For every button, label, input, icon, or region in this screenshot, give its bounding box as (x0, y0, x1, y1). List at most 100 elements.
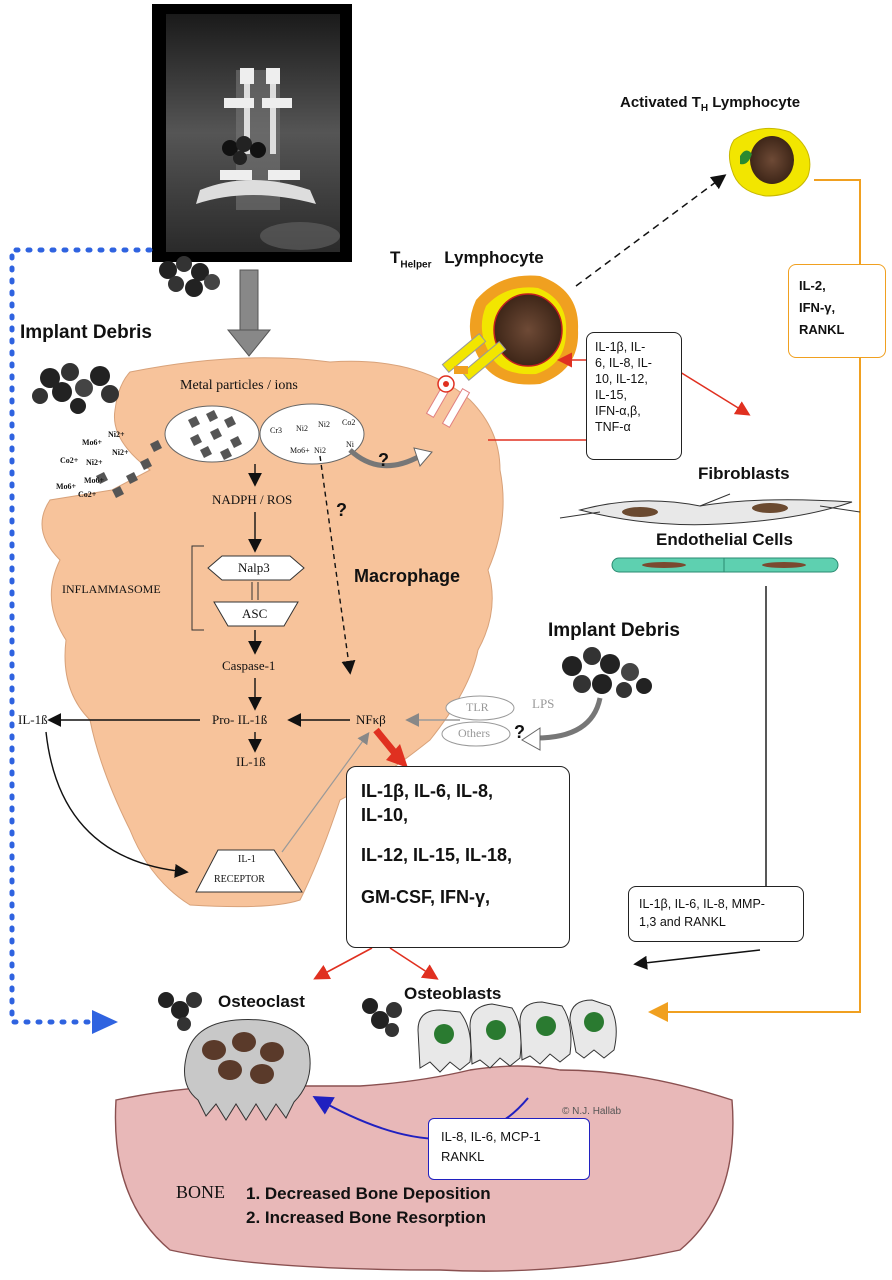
bone-tissue (114, 1065, 734, 1272)
thelper-label-main: T (390, 248, 401, 267)
implant-debris-right-icon (562, 647, 652, 698)
debris-to-tlr-arrow (535, 697, 603, 741)
inflammasome-bracket (191, 545, 204, 631)
question-mark-tlr: ? (514, 722, 525, 742)
ion-label: Ni2 (314, 446, 326, 455)
ion-label: Cr3 (270, 426, 282, 435)
activated-label-sub: H (700, 103, 709, 114)
ion-label: Ni2+ (108, 430, 125, 439)
question-mark-oval: ? (378, 450, 389, 470)
particle-cluster (188, 410, 242, 460)
others-oval (441, 721, 511, 747)
bone-label: BONE (176, 1182, 225, 1202)
thelper-lymphocyte-cell (469, 275, 579, 385)
copyright-label: © N.J. Hallab (562, 1106, 622, 1117)
receptor-to-nfkb-arrow (281, 732, 370, 853)
il1-receptor-label-2: RECEPTOR (214, 874, 265, 885)
debris-to-bone-dotted-arrow (9, 247, 153, 1034)
endothelial-label: Endothelial Cells (656, 530, 793, 549)
ion-label: Ni2 (318, 420, 330, 429)
activated-lymphocyte-label: Activated TH Lymphocyte (620, 94, 800, 114)
endothelial-cells (611, 557, 839, 573)
cytokine-line: 1,3 and RANKL (639, 915, 726, 929)
bone-outcome-1: 1. Decreased Bone Deposition (246, 1184, 491, 1203)
cytokine-line: GM-CSF, IFN-γ, (361, 887, 490, 907)
ion-label: Co2+ (78, 490, 97, 499)
box-to-osteoclast-arrow (313, 947, 373, 980)
tlr-label: TLR (466, 700, 489, 714)
cytokine-line: IL-2, (799, 278, 826, 293)
osteoblast-debris-icon (362, 998, 402, 1037)
cytokine-line: RANKL (441, 1149, 485, 1164)
implant-debris-xray-icon (159, 136, 266, 297)
activated-label-rest: Lymphocyte (708, 94, 801, 111)
caspase-label: Caspase-1 (222, 658, 276, 673)
metal-particles-label: Metal particles / ions (180, 378, 298, 393)
macrophage-cytokine-box: IL-1β, IL-6, IL-8, IL-10, IL-12, IL-15, … (346, 766, 570, 948)
pro-il1b-label: Pro- IL-1ß (212, 712, 268, 727)
osteoclast-debris-icon (158, 992, 202, 1031)
tlr-oval (445, 695, 515, 721)
nadph-label: NADPH / ROS (212, 492, 293, 507)
il1b-outer-label: IL-1ß (18, 712, 48, 727)
activated-lymphocyte-cell (728, 127, 811, 197)
fibroblasts-label: Fibroblasts (698, 464, 790, 483)
activated-label-main: Activated T (620, 94, 701, 111)
implant-debris-left-icon (32, 363, 119, 414)
th-box-to-fibro-arrow (679, 371, 751, 416)
cytokine-line: IL-1β, IL-6, IL-8, (361, 781, 493, 801)
cytokine-line: RANKL (799, 322, 845, 337)
asc-trapezoid (213, 601, 299, 627)
left-particles (96, 440, 162, 498)
fibro-box-to-bone-arrow (633, 949, 761, 970)
xray-image (152, 4, 352, 262)
ions-oval (259, 403, 365, 465)
osteoblast-cells (417, 999, 617, 1073)
il1-receptor (195, 849, 303, 893)
implant-debris-left-label: Implant Debris (20, 322, 152, 343)
cytokine-line: IL-8, IL-6, MCP-1 (441, 1129, 541, 1144)
osteoclast-label: Osteoclast (218, 992, 305, 1011)
tcr-receptor (425, 333, 507, 429)
thelper-to-activated-arrow (575, 174, 727, 287)
activated-to-bone-line (648, 179, 861, 1022)
ion-label: Mo6+ (56, 482, 77, 491)
thelper-label-sub: Helper (400, 259, 432, 271)
ion-label: Ni2+ (86, 458, 103, 467)
cytokine-line: 6, IL-8, IL- (595, 356, 652, 370)
fibro-cytokine-box: IL-1β, IL-6, IL-8, MMP- 1,3 and RANKL (628, 886, 804, 942)
il1b-inner-label: IL-1ß (236, 754, 266, 769)
lps-label: LPS (532, 696, 555, 711)
cytokine-line: IL-15, (595, 388, 627, 402)
macrophage-label: Macrophage (354, 566, 461, 586)
thelper-label-rest: Lymphocyte (444, 248, 544, 267)
ion-label: Mo6+ (82, 438, 103, 447)
nfkb-label: NFκβ (356, 712, 386, 727)
cytokine-line: IL-12, IL-15, IL-18, (361, 845, 513, 865)
ion-label: Co2+ (60, 456, 79, 465)
ion-label: Co2 (342, 418, 356, 427)
nfkb-red-arrow (373, 727, 397, 755)
ion-label: Ni2 (296, 424, 308, 433)
nalp3-hexagon (207, 555, 305, 581)
asc-label: ASC (242, 606, 268, 621)
cytokine-line: IFN-α,β, (595, 404, 641, 418)
cytokine-line: 10, IL-12, (595, 372, 648, 386)
others-label: Others (458, 726, 490, 740)
cytokine-line: IL-1β, IL-6, IL-8, MMP- (639, 897, 765, 911)
pathway-arrows (45, 455, 356, 878)
ion-label: Mo6+ (290, 446, 310, 455)
question-mark-dashed: ? (336, 500, 347, 520)
cytokine-line: IL-10, (361, 805, 409, 825)
xray-to-macrophage-arrow (226, 269, 272, 357)
activated-cytokine-box: IL-2, IFN-γ, RANKL (788, 264, 886, 358)
cytokine-line: IFN-γ, (799, 300, 836, 315)
osteoblast-cytokine-box: IL-8, IL-6, MCP-1 RANKL (428, 1118, 590, 1180)
ions-to-tcell-arrow (348, 448, 422, 469)
box-to-osteoblast-arrow (389, 947, 439, 980)
osteoclast-cell (184, 1019, 311, 1121)
ion-label: Mo6+ (84, 476, 105, 485)
thelper-label: THelper Lymphocyte (390, 248, 544, 270)
cytokine-line: IL-1β, IL- (595, 340, 646, 354)
